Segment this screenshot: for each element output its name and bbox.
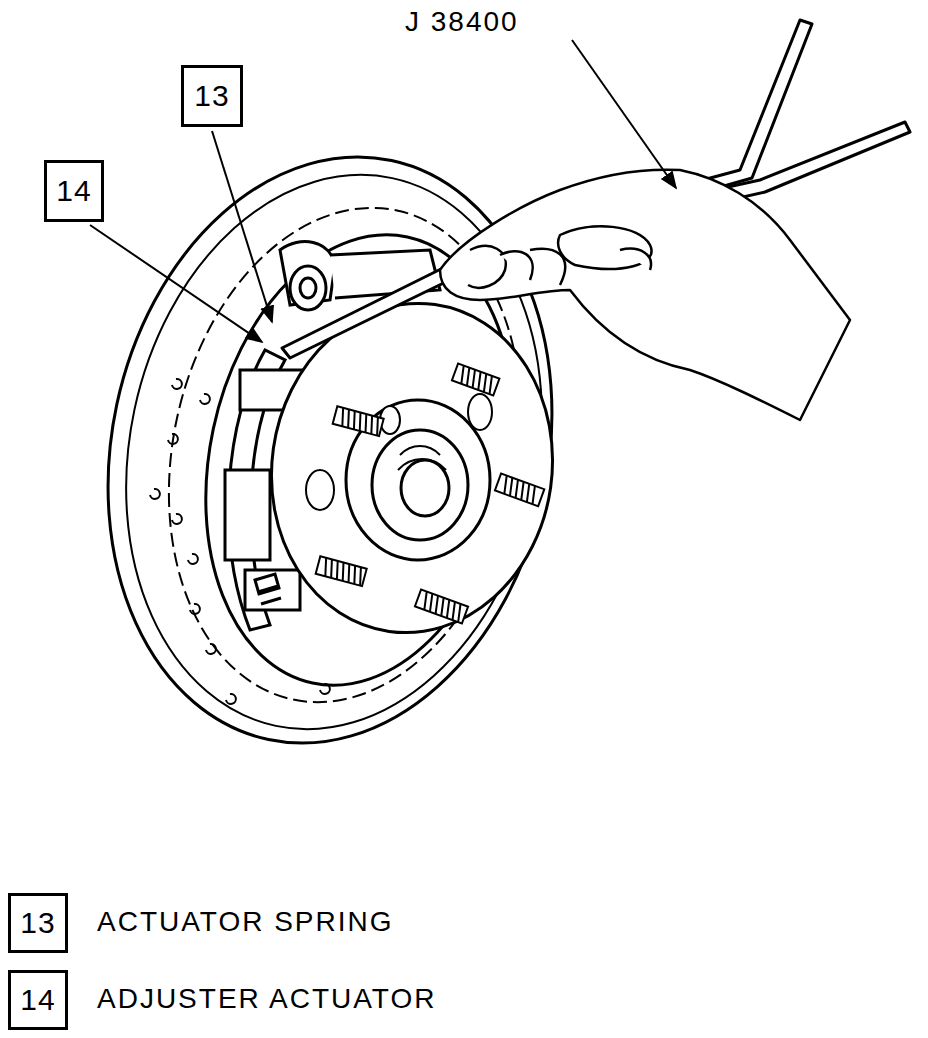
legend-number-box: 13 [8,893,68,953]
part-name: ADJUSTER ACTUATOR [97,985,436,1013]
callout-box: 13 [181,65,243,127]
callout-number: 14 [20,985,55,1015]
callout-number: 14 [56,176,91,206]
wheel-studs [316,364,545,624]
legend-number-box: 14 [8,970,68,1030]
part-name: ACTUATOR SPRING [97,908,394,936]
callout-box: 14 [44,160,104,222]
leader-lines [90,40,676,342]
callout-number: 13 [194,81,229,111]
tool-number: J 38400 [405,8,519,36]
callout-number: 13 [20,908,55,938]
hand [440,170,850,420]
